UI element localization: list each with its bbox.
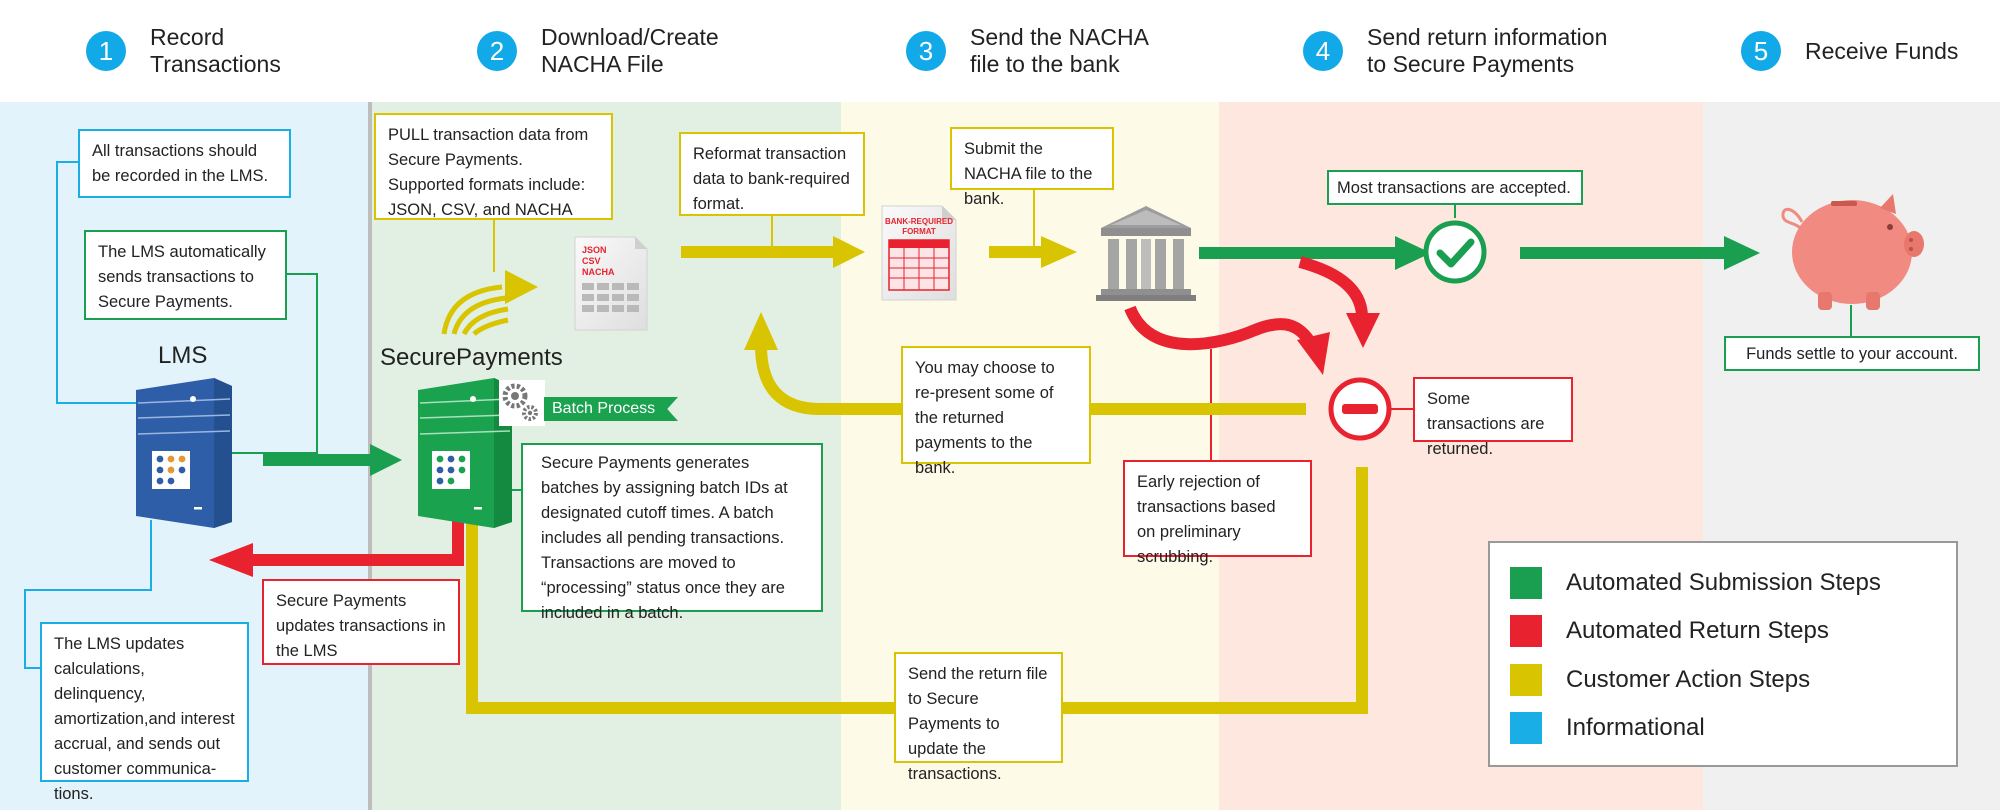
document-formats-icon: JSON CSV NACHA bbox=[574, 236, 648, 331]
bank-format-document-icon: BANK-REQUIRED FORMAT bbox=[881, 205, 957, 301]
submission-arrows bbox=[263, 236, 1760, 476]
legend-item-return: Automated Return Steps bbox=[1510, 613, 1829, 649]
green-arrow-bank-shaft bbox=[1199, 247, 1399, 259]
legend-label-informational: Informational bbox=[1566, 714, 1705, 741]
yellow-arrow-represent bbox=[755, 344, 1306, 415]
submit-box: Submit the NACHA file to the bank. bbox=[950, 127, 1114, 208]
yellow-arrow-submit-head bbox=[1041, 236, 1077, 268]
step-5-title: Receive Funds bbox=[1805, 37, 1959, 64]
batch-process-tag: Batch Process bbox=[544, 397, 678, 421]
bank-format-label-2: FORMAT bbox=[902, 227, 936, 236]
legend-swatch-return bbox=[1510, 615, 1542, 647]
lms-server-icon bbox=[136, 378, 232, 528]
pull-data-box: PULL transaction data from Secure Paymen… bbox=[374, 113, 613, 220]
step-3-number: 3 bbox=[906, 31, 946, 71]
minus-icon bbox=[1328, 377, 1392, 441]
bank-icon bbox=[1096, 206, 1196, 301]
yellow-arrow-reformat-head bbox=[833, 236, 865, 268]
connector-lines bbox=[24, 161, 1852, 669]
legend-item-informational: Informational bbox=[1510, 710, 1705, 746]
legend-swatch-customer bbox=[1510, 664, 1542, 696]
connector-lms-auto bbox=[232, 273, 318, 454]
step-4-number: 4 bbox=[1303, 31, 1343, 71]
legend-label-customer: Customer Action Steps bbox=[1566, 666, 1811, 693]
legend-label-submission: Automated Submission Steps bbox=[1566, 569, 1881, 596]
green-arrow-funds-shaft bbox=[1520, 247, 1728, 259]
pull-arrow-head bbox=[505, 270, 538, 304]
legend-swatch-submission bbox=[1510, 567, 1542, 599]
lms-label: LMS bbox=[158, 342, 208, 369]
green-arrow-lms-head bbox=[370, 444, 402, 476]
pull-arcs-icon bbox=[441, 284, 509, 336]
green-arrow-lms-shaft bbox=[263, 454, 375, 466]
step-5-number: 5 bbox=[1741, 31, 1781, 71]
batch-info-box: Secure Payments generates batches by ass… bbox=[521, 443, 823, 622]
green-arrow-bank-head bbox=[1395, 236, 1431, 270]
sp-updates-box: Secure Payments updates transactions in … bbox=[262, 579, 460, 665]
legend-item-submission: Automated Submission Steps bbox=[1510, 565, 1881, 601]
represent-box: You may choose to re-present some of the… bbox=[901, 346, 1091, 477]
red-arrow-rejection-head bbox=[1297, 332, 1330, 375]
lms-updates-box: The LMS updates calculations, delinquenc… bbox=[40, 622, 249, 803]
red-arrow-accepted-split-head bbox=[1346, 313, 1380, 348]
legend-label-return: Automated Return Steps bbox=[1566, 617, 1829, 644]
step-1-number: 1 bbox=[86, 31, 126, 71]
gear-icon bbox=[499, 380, 545, 426]
secure-payments-server-icon bbox=[418, 378, 512, 528]
return-arrows bbox=[209, 256, 1380, 577]
doc-format-csv: CSV bbox=[582, 256, 601, 266]
legend-item-customer: Customer Action Steps bbox=[1510, 662, 1810, 698]
red-arrow-sp-updates-head bbox=[209, 543, 253, 577]
piggy-bank-icon bbox=[1781, 194, 1924, 310]
check-icon bbox=[1423, 220, 1487, 284]
returned-box: Some transactions are returned. bbox=[1413, 377, 1573, 458]
early-rejection-box: Early rejection of transactions based on… bbox=[1123, 460, 1312, 566]
bank-format-label-1: BANK-REQUIRED bbox=[885, 217, 953, 226]
red-arrow-rejection bbox=[1124, 305, 1318, 351]
reformat-box: Reformat transaction data to bank-requir… bbox=[679, 132, 865, 216]
secure-payments-label: SecurePayments bbox=[380, 344, 563, 371]
doc-format-json: JSON bbox=[582, 245, 607, 255]
return-file-box: Send the return file to Secure Payments … bbox=[894, 652, 1063, 783]
red-arrow-accepted-split bbox=[1298, 256, 1368, 316]
accepted-box: Most transactions are accepted. bbox=[1327, 170, 1583, 205]
lms-record-box: All transactions should be recorded in t… bbox=[78, 129, 291, 198]
connector-lms-record bbox=[56, 161, 195, 404]
legend: Automated Submission Steps Automated Ret… bbox=[1488, 541, 1958, 767]
green-arrow-funds-head bbox=[1724, 236, 1760, 270]
legend-swatch-informational bbox=[1510, 712, 1542, 744]
funds-box: Funds settle to your account. bbox=[1724, 336, 1980, 371]
connector-lms-updates bbox=[24, 520, 152, 669]
red-line-sp-updates bbox=[248, 521, 464, 566]
step-2-number: 2 bbox=[477, 31, 517, 71]
step-5: 5 Receive Funds bbox=[1741, 20, 1958, 82]
yellow-arrow-reformat-shaft bbox=[681, 246, 835, 258]
yellow-arrow-represent-head bbox=[744, 312, 778, 350]
yellow-arrow-submit-shaft bbox=[989, 246, 1043, 258]
doc-format-nacha: NACHA bbox=[582, 267, 615, 277]
lms-auto-box: The LMS automatically sends transactions… bbox=[84, 230, 287, 320]
